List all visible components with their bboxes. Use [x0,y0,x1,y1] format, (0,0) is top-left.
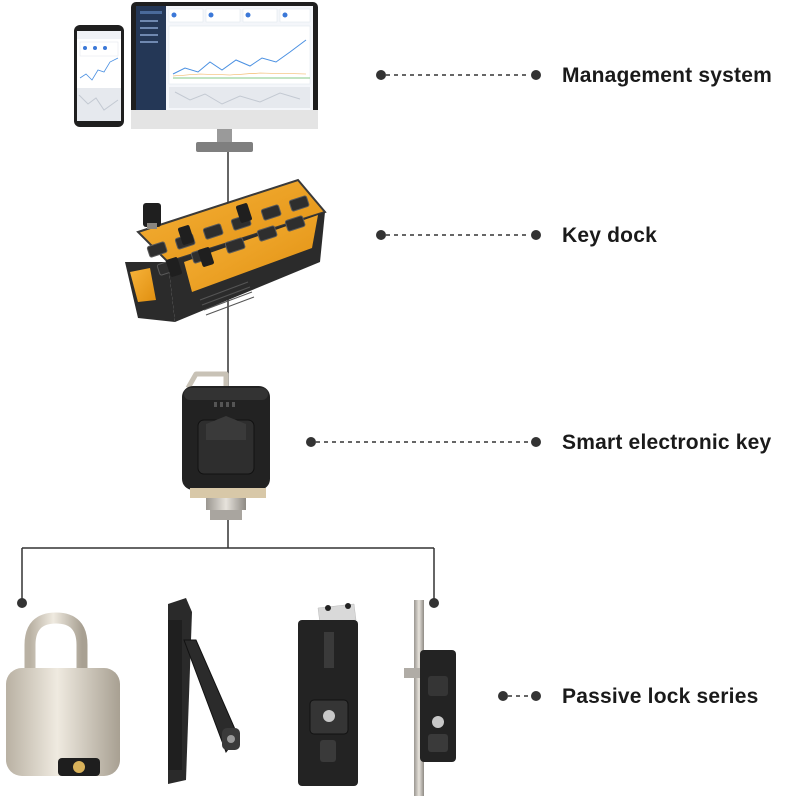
monitor-icon [131,2,318,152]
leader-dot [531,691,541,701]
branch-right-dot [429,598,439,608]
swing-handle-lock-icon [168,598,240,784]
padlock-icon [6,612,120,776]
leader-dot [531,230,541,240]
label-leaders [306,70,541,701]
branch-left-dot [17,598,27,608]
label-smart-electronic-key: Smart electronic key [562,431,772,454]
leader-dot [531,437,541,447]
leader-dot [376,230,386,240]
leader-dot [531,70,541,80]
electronic-key-icon [182,371,270,520]
key-dock-icon [125,178,327,322]
smartphone-icon [74,25,124,127]
label-passive-lock-series: Passive lock series [562,685,758,708]
leader-dot [498,691,508,701]
cabinet-lock-icon [298,603,358,786]
rod-lock-icon [404,600,456,796]
leader-dot [376,70,386,80]
leader-dot [306,437,316,447]
label-management-system: Management system [562,64,772,87]
label-key-dock: Key dock [562,224,657,247]
